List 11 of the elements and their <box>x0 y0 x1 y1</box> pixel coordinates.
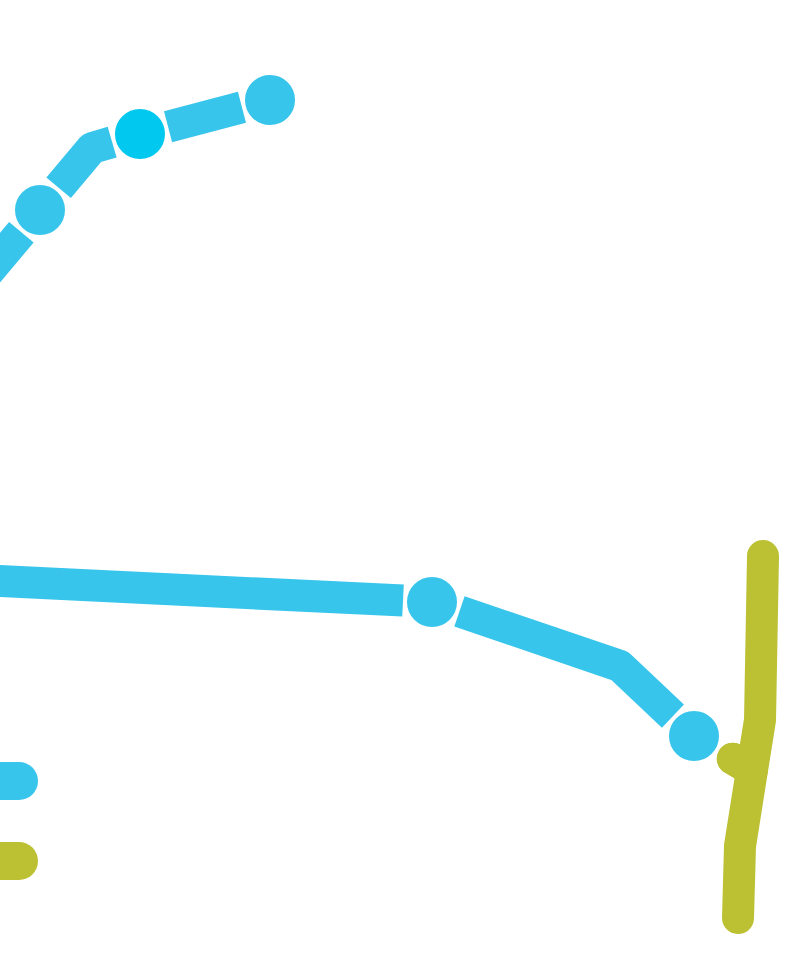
rail-line <box>454 596 684 728</box>
station-circle <box>665 707 723 765</box>
station-circle <box>403 573 461 631</box>
station-circle <box>11 181 69 239</box>
station-circle <box>111 105 169 163</box>
rail-line <box>0 221 34 283</box>
rail-line <box>164 91 247 143</box>
station-circle <box>241 71 299 129</box>
rail-line <box>0 565 404 617</box>
rail-line <box>46 126 117 199</box>
rail-line <box>716 742 768 934</box>
